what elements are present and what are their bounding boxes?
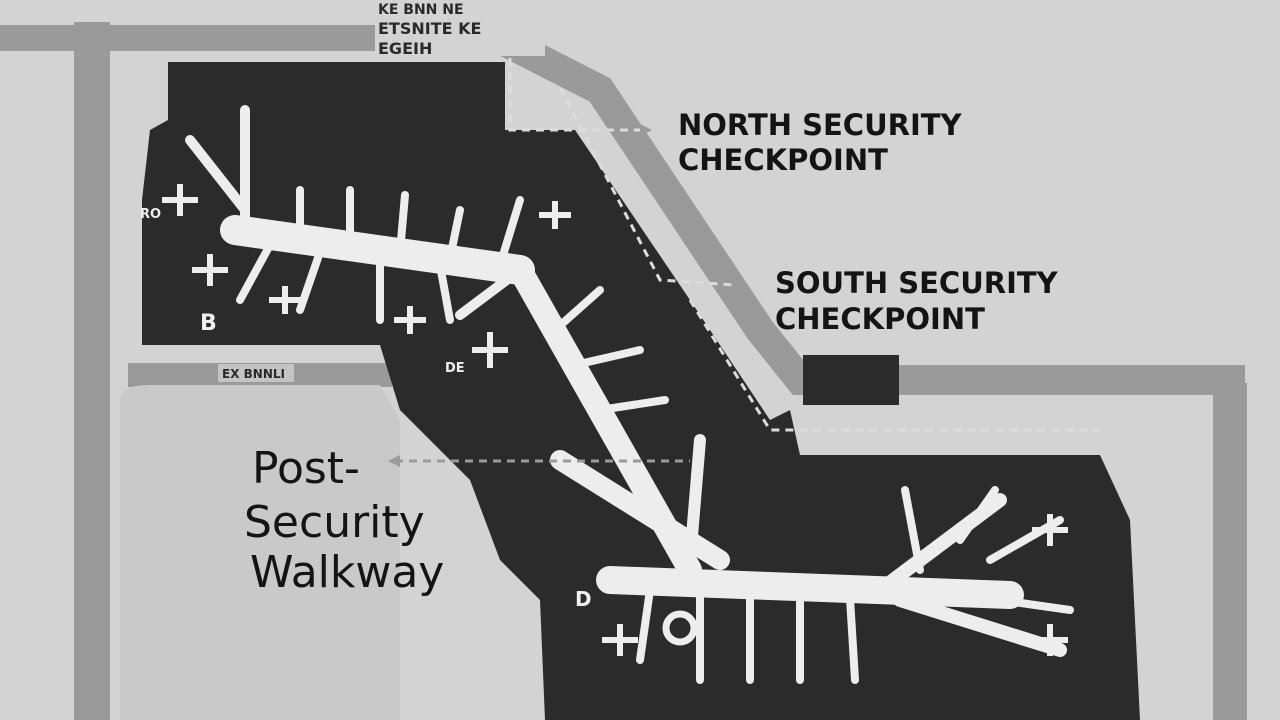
road-curbside [489, 23, 1245, 395]
walkway-label-line2: Security [244, 497, 425, 548]
walkway-label-line3: Walkway [250, 547, 444, 598]
aircraft-icons [162, 184, 1068, 656]
aircraft-icon [1032, 624, 1068, 656]
pier-center [455, 265, 525, 320]
concourse-b-main [220, 215, 535, 285]
callout-leaders [395, 58, 1100, 463]
north-checkpoint-label-line2: CHECKPOINT [678, 143, 888, 177]
aircraft-icon [192, 254, 228, 286]
aircraft-icon [539, 201, 571, 229]
walkway-label-line1: Post- [252, 443, 360, 494]
aircraft-icon [162, 184, 198, 216]
pier-northwest [185, 135, 250, 215]
aircraft-icon [602, 624, 638, 656]
pier-south [684, 434, 706, 566]
concourse-label-d: D [575, 587, 592, 611]
north-checkpoint-label-line1: NORTH SECURITY [678, 108, 963, 142]
concourse-label-west-edge: RO [140, 207, 161, 222]
terminal-footprint [142, 62, 1140, 720]
south-checkpoint-label-line2: CHECKPOINT [775, 302, 985, 336]
south-leader-arrow-icon [735, 279, 747, 291]
concourse-label-center: DE [445, 361, 465, 376]
south-checkpoint-leader [558, 87, 736, 287]
concourse-label-b: B [200, 311, 217, 336]
north-checkpoint-leader [508, 58, 640, 132]
top-sign [375, 0, 545, 56]
roundabout [662, 610, 698, 646]
top-sign-line2: ETSNITE KE [378, 19, 481, 38]
terminal-building [142, 62, 1140, 720]
road-network [0, 22, 1247, 720]
north-leader-arrow-icon [640, 124, 652, 136]
landside-lot [120, 385, 400, 720]
top-sign-line1: KE BNN NE [378, 2, 464, 18]
south-checkpoint-building [803, 355, 899, 405]
gate-fingers [236, 186, 1074, 684]
small-sign [218, 364, 294, 382]
aircraft-icon [394, 306, 426, 334]
aircraft-icon [472, 332, 508, 368]
top-sign-line3: EGEIH [378, 39, 432, 58]
small-sign-text: EX BNNLI [222, 367, 285, 381]
concourse-d-main [596, 566, 1024, 609]
aircraft-icon [269, 286, 301, 314]
concourse-corridors [185, 105, 1067, 657]
south-checkpoint-label-line1: SOUTH SECURITY [775, 266, 1059, 300]
aircraft-icon [1032, 514, 1068, 546]
walkway-leader-arrow-icon [388, 455, 400, 467]
